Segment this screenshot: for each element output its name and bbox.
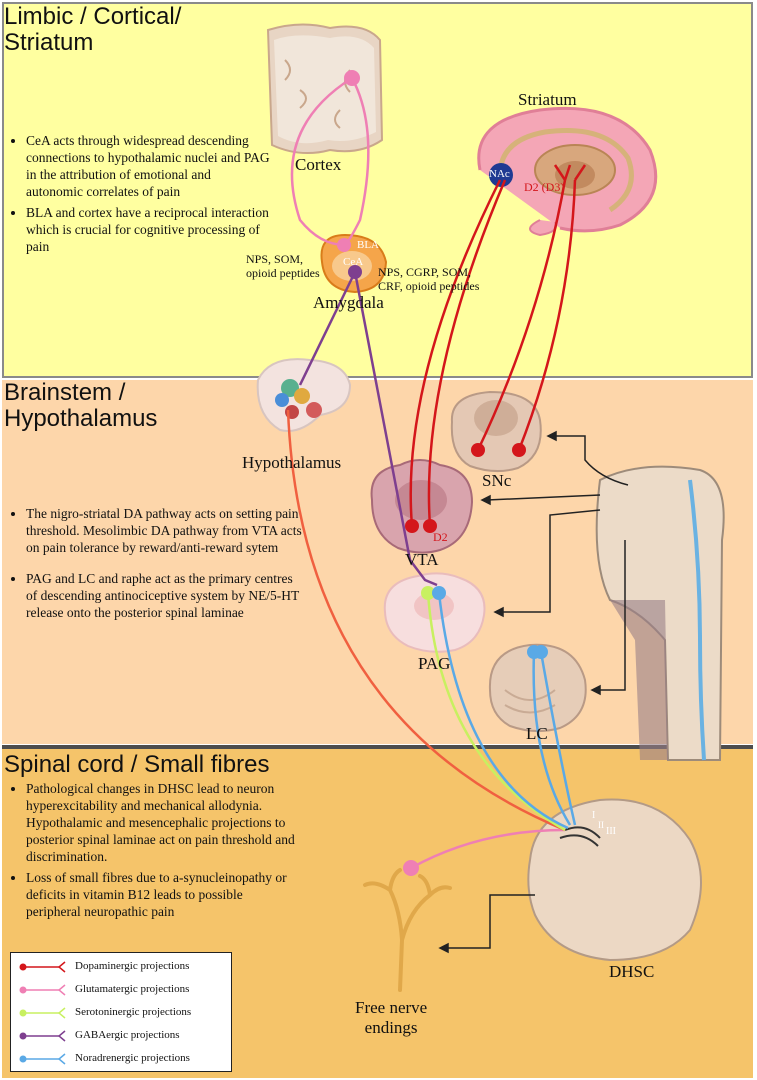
label-vta: VTA [405, 550, 439, 569]
bullet-item: BLA and cortex have a reciprocal interac… [26, 204, 271, 255]
limbic-bullets: CeA acts through widespread descending c… [8, 132, 271, 259]
amygdala-illustration [320, 233, 388, 294]
label-snc: SNc [482, 471, 512, 490]
legend-item: Noradrenergic projections [11, 1049, 231, 1069]
hypothalamic-projections [286, 409, 566, 832]
label-amygdala: Amygdala [313, 293, 384, 312]
label-striatum: Striatum [518, 90, 577, 109]
label-lamina-ii: II [598, 820, 604, 830]
legend-label: GABAergic projections [75, 1029, 180, 1041]
label-cortex: Cortex [295, 155, 342, 174]
legend-swatch [19, 1030, 66, 1042]
label-lc: LC [526, 724, 548, 743]
serotoninergic-projections [426, 592, 566, 832]
legend-label: Dopaminergic projections [75, 960, 190, 972]
noradrenergic-projections [437, 592, 577, 830]
gabaergic-projections [298, 271, 438, 587]
label-d2: D2 [433, 530, 448, 544]
vta-illustration [370, 459, 474, 554]
cortex-illustration [266, 23, 384, 155]
label-dhsc: DHSC [609, 962, 655, 981]
section-title-spinal: Spinal cord / Small fibres [4, 751, 270, 778]
label-bla: BLA [357, 239, 379, 251]
legend-swatch [19, 984, 66, 996]
label-cea: CeA [343, 256, 364, 268]
snc-illustration [450, 390, 542, 472]
hypothalamus-illustration [256, 358, 352, 432]
spinal-bullets: Pathological changes in DHSC lead to neu… [8, 780, 296, 924]
bullet-item: Loss of small fibres due to a-synucleino… [26, 869, 296, 920]
pag-illustration [383, 572, 486, 653]
section-title-brainstem: Brainstem / Hypothalamus [4, 379, 158, 432]
label-neuropeptides-right: NPS, CGRP, SOM, CRF, opioid peptides [378, 265, 480, 293]
legend-label: Serotoninergic projections [75, 1006, 192, 1018]
bullet-item: PAG and LC and raphe act as the primary … [26, 570, 306, 621]
spinal-cord-illustration [527, 798, 702, 962]
label-nac: NAc [489, 168, 510, 180]
label-d2-d3: D2 (D3) [524, 180, 565, 194]
legend-item: Glutamatergic projections [11, 980, 231, 1000]
brainstem-bullets: The nigro-striatal DA pathway acts on se… [8, 505, 306, 625]
legend-label: Noradrenergic projections [75, 1052, 190, 1064]
bullet-item: CeA acts through widespread descending c… [26, 132, 271, 200]
legend-swatch [19, 1053, 66, 1065]
brainstem-sagittal-illustration [595, 465, 725, 761]
label-neuropeptides-left: NPS, SOM, opioid peptides [246, 252, 320, 280]
legend-label: Glutamatergic projections [75, 983, 190, 995]
label-lamina-iii: III [606, 826, 616, 837]
neuron-bodies [337, 70, 548, 876]
section-title-limbic: Limbic / Cortical/ Striatum [4, 3, 182, 56]
bullet-item: Pathological changes in DHSC lead to neu… [26, 780, 296, 865]
legend-swatch [19, 961, 66, 973]
label-pag: PAG [418, 654, 451, 673]
legend: Dopaminergic projections Glutamatergic p… [10, 952, 232, 1072]
legend-item: Serotoninergic projections [11, 1003, 231, 1023]
lc-illustration [488, 643, 587, 732]
legend-item: GABAergic projections [11, 1026, 231, 1046]
glutamatergic-projections [290, 76, 566, 870]
legend-swatch [19, 1007, 66, 1019]
label-free-nerve-endings: Free nerve endings [355, 998, 428, 1037]
pathway-arrows [438, 430, 629, 954]
label-hypothalamus: Hypothalamus [242, 453, 342, 472]
bullet-item: The nigro-striatal DA pathway acts on se… [26, 505, 306, 556]
label-lamina-i: I [592, 810, 596, 821]
free-nerve-endings-illustration [363, 868, 452, 992]
dopaminergic-projections [409, 164, 587, 527]
legend-item: Dopaminergic projections [11, 957, 231, 977]
